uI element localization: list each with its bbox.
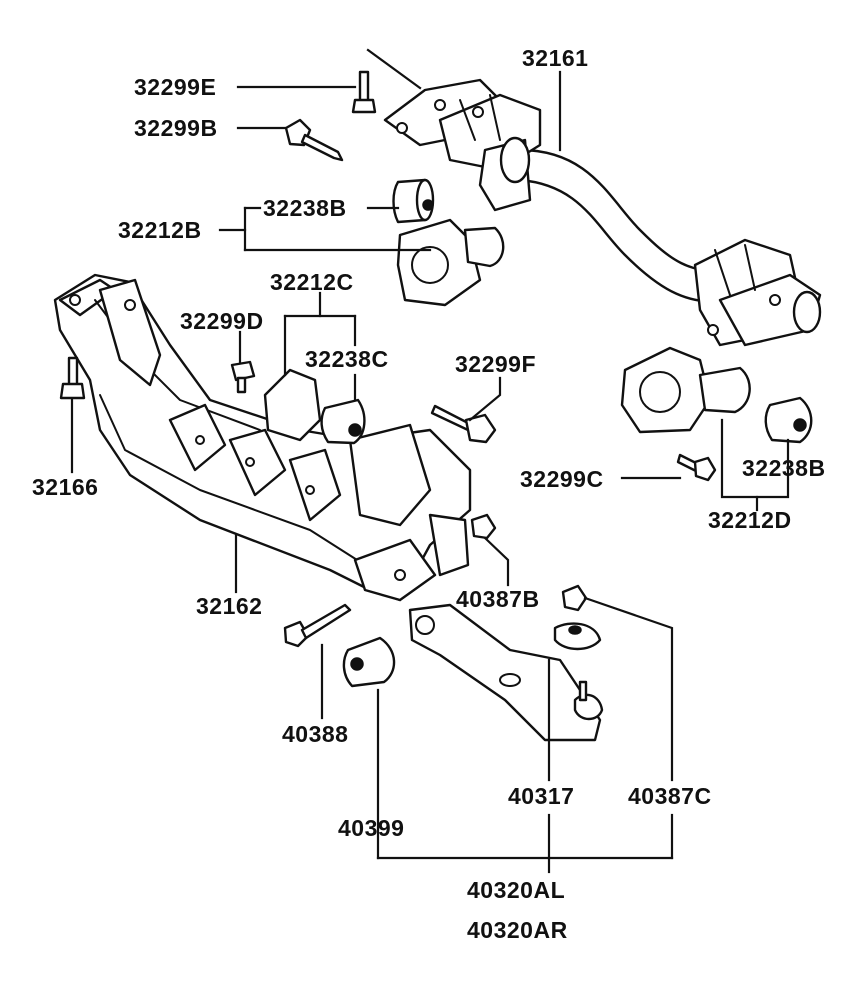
label-32166: 32166 (32, 474, 98, 500)
lower-arm-40320-part (408, 603, 604, 742)
bracket-32212D-part (620, 346, 751, 434)
nut-40387C-part (561, 584, 588, 612)
label-32299E: 32299E (134, 74, 216, 100)
label-32162: 32162 (196, 593, 262, 619)
bolt-32299D-part (230, 360, 256, 394)
bushing-32238B-upper-part (392, 178, 435, 224)
bolt-32299E-part (351, 70, 377, 114)
bolt-32299C-part (676, 453, 717, 482)
label-32161: 32161 (522, 45, 588, 71)
label-32212B: 32212B (118, 217, 202, 243)
label-32212C: 32212C (270, 269, 354, 295)
bushing-40399-part (342, 636, 396, 688)
nut-40387B-part (470, 513, 497, 540)
stabilizer-bar-part (383, 78, 822, 347)
label-32299F: 32299F (455, 351, 536, 377)
label-32299C: 32299C (520, 466, 604, 492)
crossmember-32162-part (53, 273, 472, 602)
label-32299B: 32299B (134, 115, 218, 141)
bolt-32166-part (59, 356, 86, 400)
leader-lines (70, 48, 790, 874)
bushing-32238C-part (320, 398, 366, 445)
bracket-32212C-part (263, 368, 322, 442)
label-40399: 40399 (338, 815, 404, 841)
label-40387B: 40387B (456, 586, 540, 612)
bolt-40388-part (283, 603, 352, 648)
label-40320AR: 40320AR (467, 917, 568, 943)
bracket-32212B-part (396, 218, 505, 307)
bushing-32238B-right-part (764, 396, 813, 444)
label-32212D: 32212D (708, 507, 792, 533)
label-40388: 40388 (282, 721, 348, 747)
bolt-32299B-part (284, 118, 344, 162)
label-32238C: 32238C (305, 346, 389, 372)
label-32238B-upper: 32238B (263, 195, 347, 221)
label-32238B-right: 32238B (742, 455, 826, 481)
label-40387C: 40387C (628, 783, 712, 809)
bolt-32299F-part (430, 404, 497, 444)
label-40317: 40317 (508, 783, 574, 809)
label-32299D: 32299D (180, 308, 264, 334)
label-40320AL: 40320AL (467, 877, 565, 903)
